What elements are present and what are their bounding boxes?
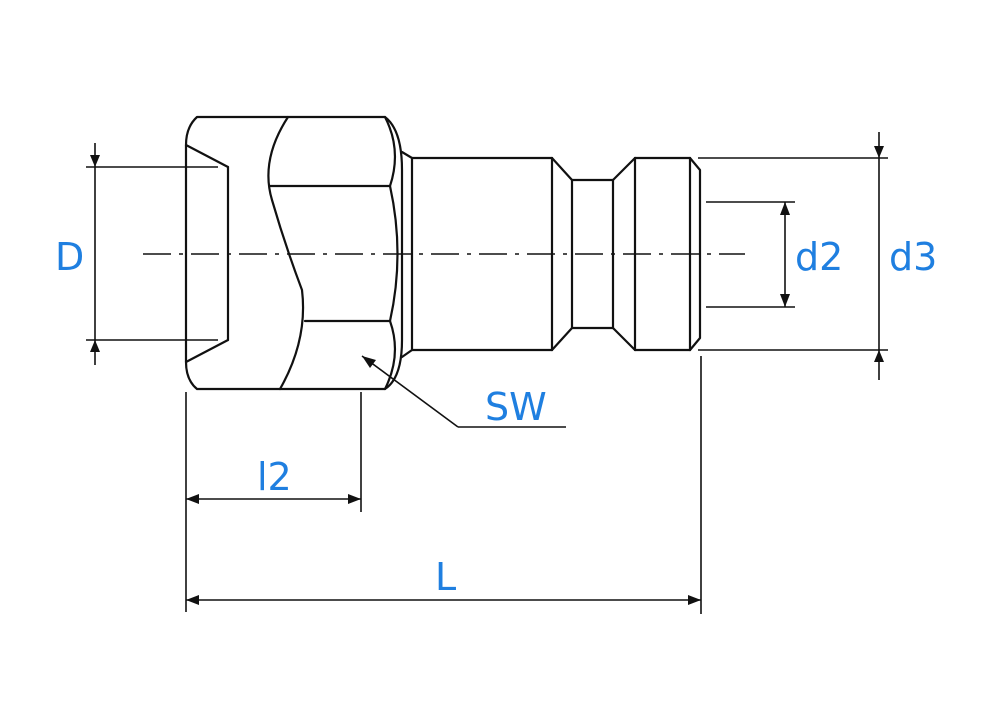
label-L: L xyxy=(435,555,456,599)
dimension-SW xyxy=(361,355,566,428)
dimension-D xyxy=(86,143,218,365)
plug-body xyxy=(400,150,702,359)
dimension-d3 xyxy=(698,132,888,380)
label-SW: SW xyxy=(485,385,547,429)
label-d3: d3 xyxy=(889,235,937,279)
dimension-d2 xyxy=(706,201,795,308)
label-d2: d2 xyxy=(795,235,843,279)
hex-nut xyxy=(184,115,404,391)
label-D: D xyxy=(55,235,84,279)
dimension-l2 xyxy=(185,392,362,612)
label-l2: l2 xyxy=(257,455,292,499)
dimension-L xyxy=(186,356,702,614)
